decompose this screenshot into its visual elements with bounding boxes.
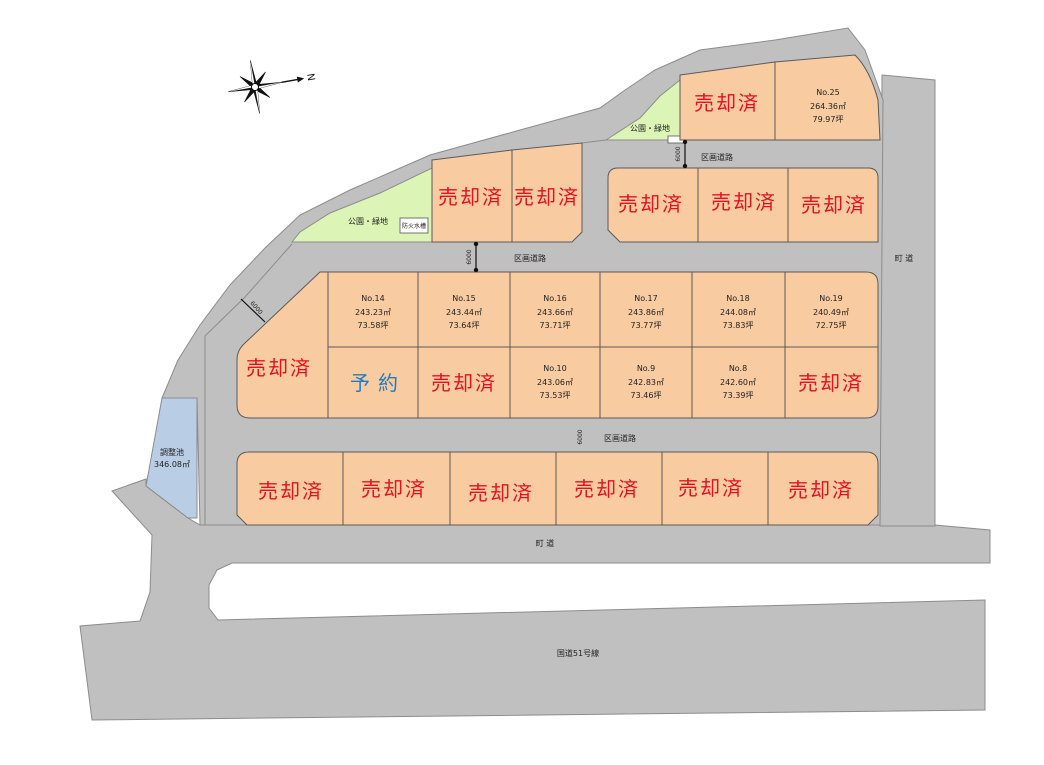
road-inner-edge <box>581 139 607 144</box>
lot-number-label: No.18 <box>726 294 749 303</box>
block-road-label: 区画道路 <box>701 152 733 162</box>
fire-water-tank <box>399 217 429 234</box>
lot-status-label: 売却済 <box>574 477 640 501</box>
lot-status-label: 売却済 <box>246 356 312 380</box>
lot-status-label: 売却済 <box>438 185 504 209</box>
lot-status-label: 売却済 <box>788 478 854 502</box>
lot-right-b-sold <box>697 167 789 243</box>
compass-icon: N <box>228 60 316 114</box>
town-road-east-label: 町 道 <box>895 253 914 263</box>
lot-no19 <box>784 271 879 348</box>
lot-status-label: 売却済 <box>678 476 744 500</box>
town-road-east <box>879 74 936 527</box>
lot-status-label: 売却済 <box>801 193 867 217</box>
lot-status-label: 売却済 <box>798 371 864 395</box>
lot-right-c-sold <box>787 167 879 243</box>
lot-no9 <box>599 346 693 419</box>
lot-area-label: 264.36㎡ <box>810 102 846 111</box>
lot-status-label: 売却済 <box>694 91 760 115</box>
lot-tsubo-label: 73.71坪 <box>540 321 571 330</box>
lot-corner-sold <box>236 271 329 419</box>
lot-area-label: 244.08㎡ <box>720 308 756 317</box>
lot-number-label: No.15 <box>452 294 475 303</box>
lot-status-label: 売却済 <box>468 481 534 505</box>
lot-south-3-sold <box>449 451 557 526</box>
lot-no25 <box>774 54 881 141</box>
lot-number-label: No.17 <box>634 294 657 303</box>
lot-south-4-sold <box>555 451 663 526</box>
lot-tsubo-label: 73.58坪 <box>358 321 389 330</box>
lot-area-label: 243.23㎡ <box>355 308 391 317</box>
road-width-label: 6000 <box>466 249 473 264</box>
lot-reserved-label: 予約 <box>350 371 406 395</box>
lot-area-label: 242.60㎡ <box>720 378 756 387</box>
lot-number-label: No.8 <box>729 364 747 373</box>
lot-area-label: 243.44㎡ <box>446 308 482 317</box>
road-width-label: 6000 <box>577 429 584 444</box>
park-north-label: 公園・緑地 <box>630 123 670 133</box>
north-label: N <box>304 73 316 82</box>
lot-tsubo-label: 73.64坪 <box>449 321 480 330</box>
road-inner-edge <box>204 243 293 525</box>
lot-status-label: 売却済 <box>711 190 777 214</box>
lot-number-label: No.14 <box>361 294 384 303</box>
road-width-dimension-line <box>240 298 266 323</box>
town-road-and-national-road <box>79 478 991 721</box>
dimension-dot <box>682 163 688 169</box>
lot-no8 <box>691 346 786 419</box>
lot-south-6-sold <box>767 451 879 526</box>
dimension-dot <box>473 241 479 247</box>
lot-right-a-sold <box>607 167 699 243</box>
national-road-label: 国道51号線 <box>557 648 599 658</box>
road-width-label: 6000 <box>675 146 682 161</box>
pond-area: 346.08㎡ <box>154 460 190 469</box>
lot-area-label: 243.66㎡ <box>537 308 573 317</box>
lot-no16 <box>509 271 601 348</box>
lot-tsubo-label: 73.39坪 <box>723 391 754 400</box>
lot-tsubo-label: 72.75坪 <box>816 321 847 330</box>
lot-tsubo-label: 79.97坪 <box>813 115 844 124</box>
lot-status-label: 売却済 <box>361 477 427 501</box>
lot-number-label: No.25 <box>816 88 839 97</box>
fire-tank-label: 防火水槽 <box>402 222 426 230</box>
dimension-dot <box>682 139 688 145</box>
lot-tsubo-label: 73.83坪 <box>723 321 754 330</box>
block-road-label: 区画道路 <box>604 433 636 443</box>
lot-upper-b-sold <box>511 142 583 243</box>
lot-south-2-sold <box>342 451 451 526</box>
pond-name: 調整池 <box>160 447 184 457</box>
lot-number-label: No.19 <box>819 294 842 303</box>
lot-no18 <box>691 271 786 348</box>
lot-status-label: 売却済 <box>431 371 497 395</box>
dimension-dot <box>473 267 479 273</box>
lot-no14 <box>327 271 419 348</box>
lot-south-5-sold <box>661 451 769 526</box>
lot-tsubo-label: 73.46坪 <box>631 391 662 400</box>
retention-pond <box>145 397 198 519</box>
lot-area-label: 243.06㎡ <box>537 378 573 387</box>
lot-area-label: 240.49㎡ <box>813 308 849 317</box>
lot-area-label: 243.86㎡ <box>628 308 664 317</box>
lot-number-label: No.10 <box>543 364 566 373</box>
lot-number-label: No.9 <box>637 364 655 373</box>
north-arrow-icon <box>281 78 300 84</box>
lot-no17 <box>599 271 693 348</box>
block-road-label: 区画道路 <box>514 253 546 263</box>
lot-status-label: 売却済 <box>258 479 324 503</box>
lot-tsubo-label: 73.53坪 <box>540 391 571 400</box>
park-west-label: 公園・緑地 <box>348 216 388 226</box>
lot-reserved <box>327 346 419 419</box>
town-road-south-label: 町 道 <box>536 538 555 548</box>
lot-east-sold <box>784 346 879 419</box>
lot-number-label: No.16 <box>543 294 566 303</box>
lot-south-1-sold <box>236 451 344 526</box>
lot-status-label: 売却済 <box>618 192 684 216</box>
lot-tsubo-label: 73.77坪 <box>631 321 662 330</box>
lot-area-label: 242.83㎡ <box>628 378 664 387</box>
lot-status-label: 売却済 <box>514 185 580 209</box>
